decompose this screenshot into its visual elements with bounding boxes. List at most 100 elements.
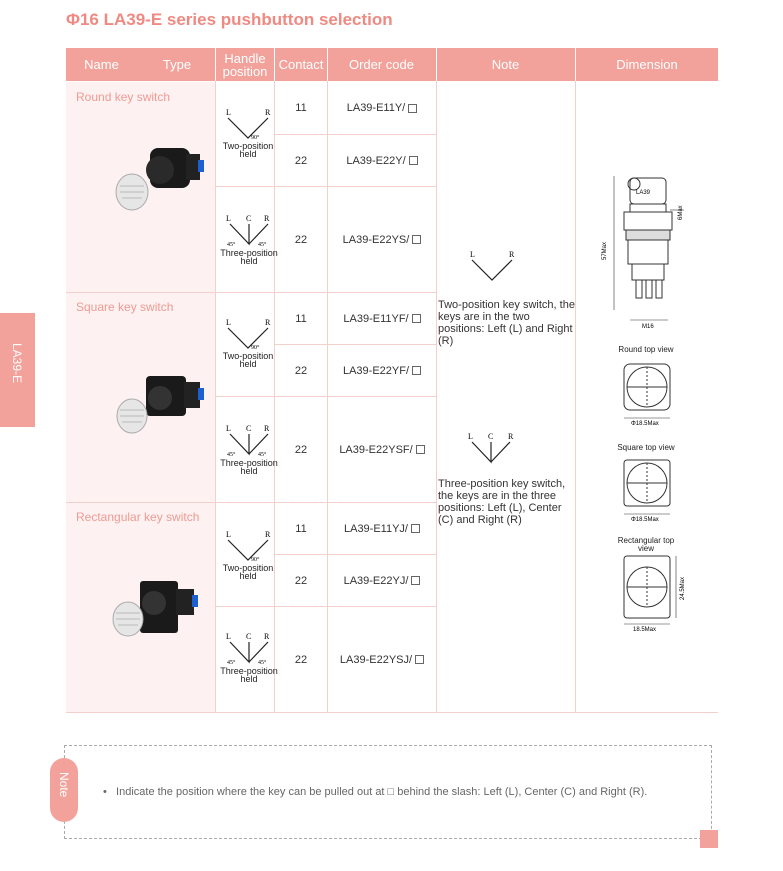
header-divider [436, 48, 437, 81]
three-position-icon: L C R 45° 45° [226, 214, 270, 248]
handle-L: L [226, 632, 231, 641]
three-position-icon: L C R 45° 45° [226, 632, 270, 666]
side-view-drawing: LA39 57Max 6Max M16 [602, 176, 684, 330]
angle-45: 45° [258, 659, 267, 666]
handle-L: L [226, 108, 231, 117]
height-dim: 57Max [602, 242, 608, 260]
note-three-position: Three-position key switch, the keys are … [438, 478, 566, 526]
handle-three-position: L C R 45° 45° Three-position held [220, 212, 278, 272]
two-position-label: Two-position held [222, 141, 274, 159]
order-code-cell: LA39-E22YS/ [328, 187, 436, 292]
two-position-label: Two-position held [222, 563, 274, 581]
handle-L: L [226, 214, 231, 223]
handle-two-position: L R 90° Two-position held [220, 106, 276, 166]
checkbox-icon [408, 156, 418, 165]
header-divider [327, 48, 328, 81]
side-section-tab[interactable]: LA39-E [0, 313, 35, 427]
order-code: LA39-E22YS/ [342, 233, 410, 246]
contact-cell: 22 [294, 364, 308, 377]
round-top-view-label: Round top view [618, 345, 674, 354]
handle-L: L [226, 318, 231, 327]
note-two-position-icon: L R [470, 250, 515, 281]
square-top-view-label: Square top view [617, 443, 675, 452]
header-order-code: Order code [328, 48, 435, 81]
checkbox-icon [408, 103, 418, 113]
row-divider [215, 606, 436, 607]
handle-L: L [226, 424, 231, 433]
contact-cell: 11 [295, 522, 307, 535]
order-code: LA39-E22YJ/ [343, 574, 409, 587]
header-name: Name [66, 48, 137, 81]
header-type: Type [145, 48, 209, 81]
contact-cell: 11 [295, 312, 307, 325]
angle-90: 90° [251, 556, 260, 563]
row-divider [274, 134, 436, 135]
group-divider [66, 292, 436, 293]
header-divider [274, 48, 275, 81]
square-dim: Φ18.5Max [631, 517, 659, 523]
contact-cell: 22 [294, 154, 308, 167]
three-position-label: Three-position held [220, 666, 278, 684]
header-divider [215, 48, 216, 81]
side-tab-label: LA39-E [10, 343, 24, 384]
order-code: LA39-E22YSF/ [339, 443, 413, 456]
three-position-label: Three-position held [220, 458, 278, 476]
corner-accent [700, 830, 718, 848]
rect-top-view: 24.5Max 18.5Max [623, 555, 686, 633]
rect-top-view-label: Rectangular top view [617, 536, 675, 553]
square-switch-image [116, 376, 204, 434]
base-dim: M16 [642, 324, 654, 330]
grid-line [274, 48, 275, 713]
grid-line [575, 48, 576, 713]
table-bottom-line [66, 712, 718, 713]
note-badge: Note [50, 758, 78, 822]
header-note: Note [436, 48, 575, 81]
handle-L: L [470, 250, 475, 259]
rect-switch-image [112, 581, 198, 637]
angle-90: 90° [251, 134, 260, 141]
handle-R: R [509, 250, 515, 259]
checkbox-icon [412, 235, 422, 244]
round-dim: Φ18.5Max [631, 421, 659, 427]
header-handle-position: Handle position [216, 48, 274, 81]
page-title: Φ16 LA39-E series pushbutton selection [66, 10, 393, 29]
handle-C: C [488, 432, 493, 441]
square-top-view: Φ18.5Max [623, 459, 671, 523]
order-code-cell: LA39-E11Y/ [328, 82, 436, 134]
grid-line [215, 48, 216, 713]
order-code: LA39-E22Y/ [346, 154, 406, 167]
angle-45: 45° [227, 659, 236, 666]
round-switch-image [115, 148, 204, 211]
order-code-cell: LA39-E22YSJ/ [328, 607, 436, 712]
round-top-view: Φ18.5Max [623, 363, 671, 427]
checkbox-icon [411, 576, 421, 585]
header-contact: Contact [275, 48, 327, 81]
header-dimension: Dimension [576, 48, 718, 81]
order-code: LA39-E11YJ/ [343, 522, 408, 535]
handle-R: R [508, 432, 514, 441]
note-three-position-icon: L C R [468, 432, 514, 464]
category-rect: Rectangular key switch [76, 510, 200, 524]
handle-R: R [264, 632, 270, 641]
handle-two-position: L R 90° Two-position held [220, 528, 276, 588]
handle-three-position: L C R 45° 45° Three-position held [220, 422, 278, 482]
order-code: LA39-E11YF/ [343, 312, 409, 325]
contact-cell: 22 [294, 653, 308, 666]
handle-C: C [246, 214, 251, 223]
contact-cell: 22 [294, 574, 308, 587]
two-position-icon: L R 90° [226, 318, 271, 351]
rect-h-dim: 24.5Max [680, 577, 686, 600]
category-square: Square key switch [76, 300, 174, 314]
row-divider [215, 396, 436, 397]
order-code-cell: LA39-E22YSF/ [328, 397, 436, 502]
order-code: LA39-E22YF/ [342, 364, 410, 377]
handle-C: C [246, 632, 251, 641]
order-code-cell: LA39-E22YJ/ [328, 555, 436, 606]
footer-note: Indicate the position where the key can … [116, 786, 648, 798]
order-code-cell: LA39-E22Y/ [328, 135, 436, 186]
angle-45: 45° [227, 451, 236, 458]
row-divider [274, 554, 436, 555]
three-position-icon: L C R 45° 45° [226, 424, 270, 458]
category-round: Round key switch [76, 90, 171, 104]
order-code-cell: LA39-E11YJ/ [328, 503, 436, 554]
